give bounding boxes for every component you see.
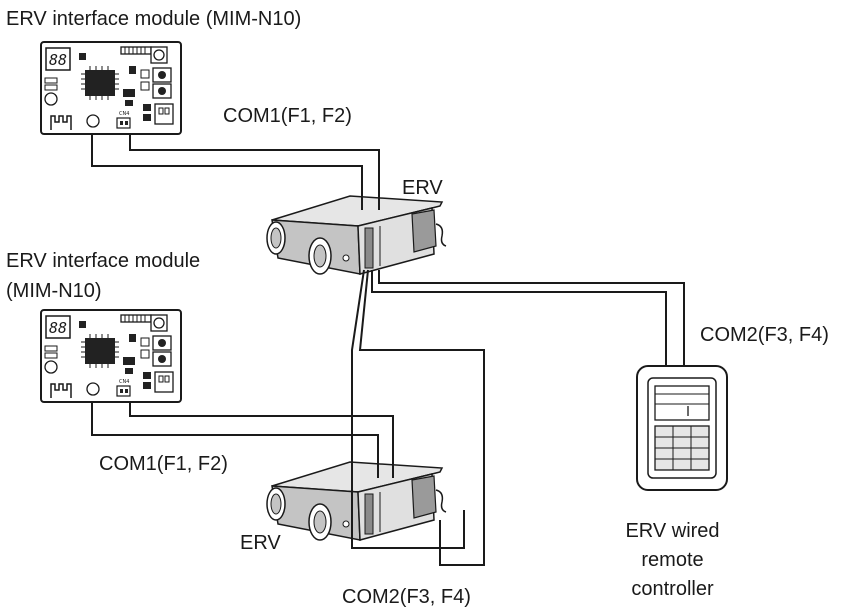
wire-com1-top-b <box>129 134 380 210</box>
remote-label-line3: controller <box>631 578 714 600</box>
com2-right-label: COM2(F3, F4) <box>700 324 829 346</box>
wire-com1-bottom-a <box>91 402 379 478</box>
wire-com2-bottom-b <box>358 269 485 566</box>
module-bottom-title-line2: (MIM-N10) <box>6 280 102 302</box>
remote-label-line2: remote <box>641 549 704 571</box>
wire-com2-remote-b <box>378 270 685 366</box>
wiring <box>91 134 685 566</box>
erv-unit-top <box>266 195 447 275</box>
wired-remote-controller <box>636 365 728 491</box>
erv-top-label: ERV <box>402 177 443 199</box>
com2-bottom-label: COM2(F3, F4) <box>342 586 471 608</box>
com1-top-label: COM1(F1, F2) <box>223 105 352 127</box>
interface-module-top <box>40 41 182 135</box>
wire-com1-top-a <box>91 134 363 210</box>
wire-com1-bottom-b <box>129 402 394 478</box>
wire-com2-remote-a <box>371 270 667 366</box>
com1-bottom-label: COM1(F1, F2) <box>99 453 228 475</box>
module-top-title: ERV interface module (MIM-N10) <box>6 8 302 30</box>
erv-bottom-label: ERV <box>240 532 281 554</box>
remote-label-line1: ERV wired <box>625 520 720 542</box>
erv-unit-bottom <box>266 461 447 541</box>
wire-com2-bottom-a <box>351 269 465 549</box>
interface-module-bottom <box>40 309 182 403</box>
module-bottom-title-line1: ERV interface module <box>6 250 201 272</box>
